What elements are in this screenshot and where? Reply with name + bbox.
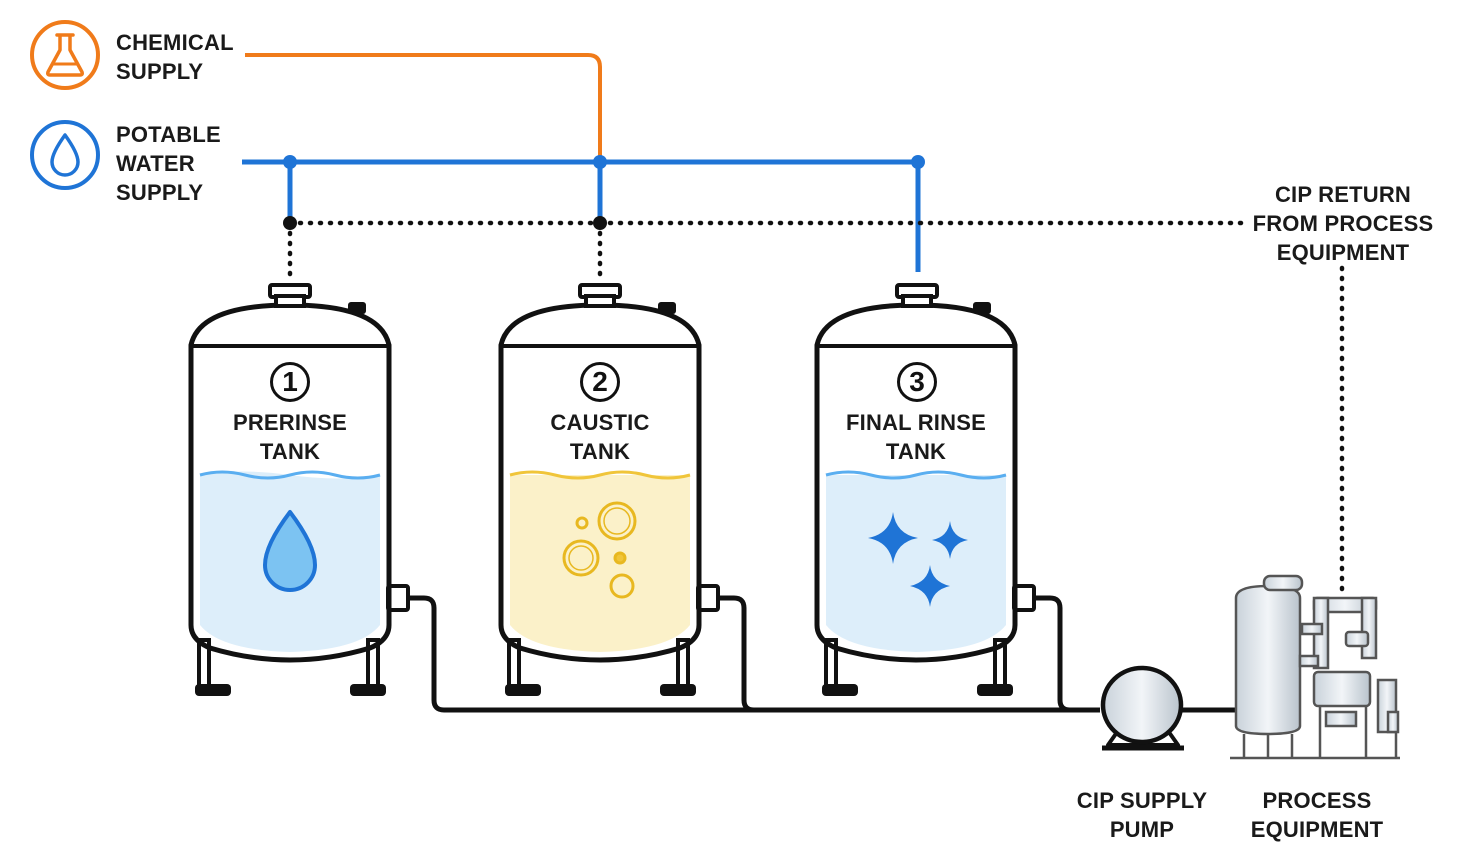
potable-water-supply-label: POTABLE WATER SUPPLY (116, 122, 221, 205)
water-drop-icon (263, 510, 317, 592)
cip-supply-pump[interactable] (1100, 665, 1184, 751)
chemical-supply-label: CHEMICAL SUPPLY (116, 30, 234, 84)
tank-number-1: 1 (270, 362, 310, 402)
prerinse-tank[interactable] (188, 283, 410, 696)
final-rinse-tank[interactable] (814, 283, 1036, 696)
process-equipment[interactable] (1230, 574, 1400, 760)
sparkles-icon (868, 512, 968, 607)
flask-icon (30, 20, 100, 90)
tank-number-2: 2 (580, 362, 620, 402)
bubbles-icon (562, 501, 637, 599)
caustic-tank[interactable] (498, 283, 720, 696)
chemical-supply-line (245, 53, 602, 162)
final-rinse-tank-label: FINAL RINSE TANK (846, 410, 986, 464)
tank-number-3: 3 (897, 362, 937, 402)
cip-return-line (283, 216, 1345, 593)
cip-supply-line (405, 595, 1238, 713)
cip-return-label: CIP RETURN FROM PROCESS EQUIPMENT (1252, 182, 1434, 265)
cip-supply-pump-label: CIP SUPPLY PUMP (1076, 788, 1208, 842)
process-equipment-label: PROCESS EQUIPMENT (1250, 788, 1384, 842)
water-supply-line (242, 155, 925, 272)
water-drop-icon (30, 120, 100, 190)
caustic-tank-label: CAUSTIC TANK (550, 410, 650, 464)
prerinse-tank-label: PRERINSE TANK (232, 410, 348, 464)
